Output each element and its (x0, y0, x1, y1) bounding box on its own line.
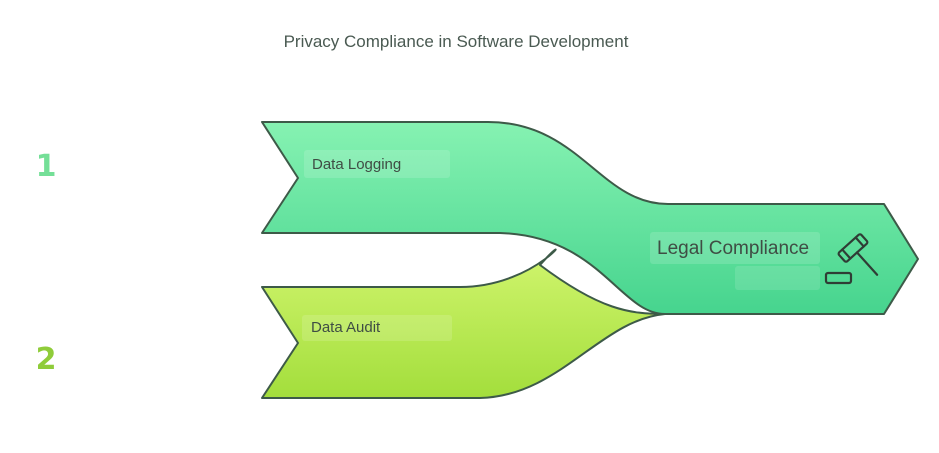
data-logging-label: Data Logging (312, 156, 401, 173)
data-logging-branch (261, 121, 919, 315)
diagram-title: Privacy Compliance in Software Developme… (284, 32, 629, 51)
legal-compliance-label-box (650, 232, 820, 264)
data-audit-branch (261, 248, 666, 399)
legal-compliance-label: Legal Compliance (657, 238, 809, 259)
step-number-2: 2 (36, 342, 57, 377)
data-logging-label-box (304, 150, 450, 178)
legal-compliance-sub-box (735, 266, 820, 290)
data-audit-label-box (302, 315, 452, 341)
gavel-icon (824, 233, 879, 285)
step-number-1: 1 (36, 149, 57, 184)
data-audit-label: Data Audit (311, 319, 381, 336)
